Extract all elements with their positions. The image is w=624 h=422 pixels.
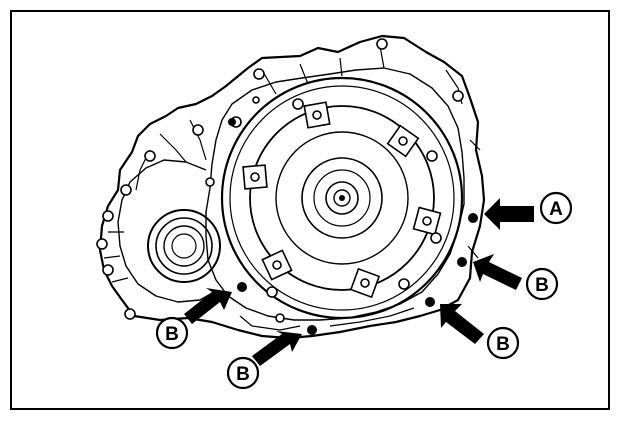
bolt-b-left [237, 282, 247, 292]
callout-b3-label: B [165, 324, 179, 345]
transmission-housing [98, 34, 486, 340]
marked-bolts [228, 118, 478, 335]
arrow-b-left [184, 288, 232, 324]
callout-b3-circle [155, 316, 189, 350]
arrow-b-right-lower [440, 304, 484, 344]
callout-labels: A B B B B [165, 199, 563, 385]
callout-b4-label: B [236, 364, 250, 385]
housing-bolt-holes [96, 38, 464, 323]
callout-b1-label: B [535, 275, 549, 296]
callout-a-label: A [549, 199, 563, 220]
output-shaft-bore [147, 209, 221, 283]
callout-b1-circle [525, 267, 559, 301]
bolt-b-right-upper [457, 257, 467, 267]
callout-b2-circle [486, 326, 520, 360]
bolt-b-bottom [307, 325, 317, 335]
pointer-arrows [184, 198, 534, 366]
arrow-b-right-upper [473, 254, 522, 290]
callout-a-circle [539, 191, 573, 225]
callout-circles [155, 191, 573, 390]
converter-lugs [242, 101, 442, 299]
torque-converter [220, 76, 464, 320]
arrow-a [484, 198, 534, 230]
callout-b2-label: B [496, 334, 510, 355]
bolt-b-right-lower [425, 297, 435, 307]
callout-b4-circle [226, 356, 260, 390]
arrow-b-bottom [252, 331, 302, 366]
bolt-a [468, 213, 478, 223]
